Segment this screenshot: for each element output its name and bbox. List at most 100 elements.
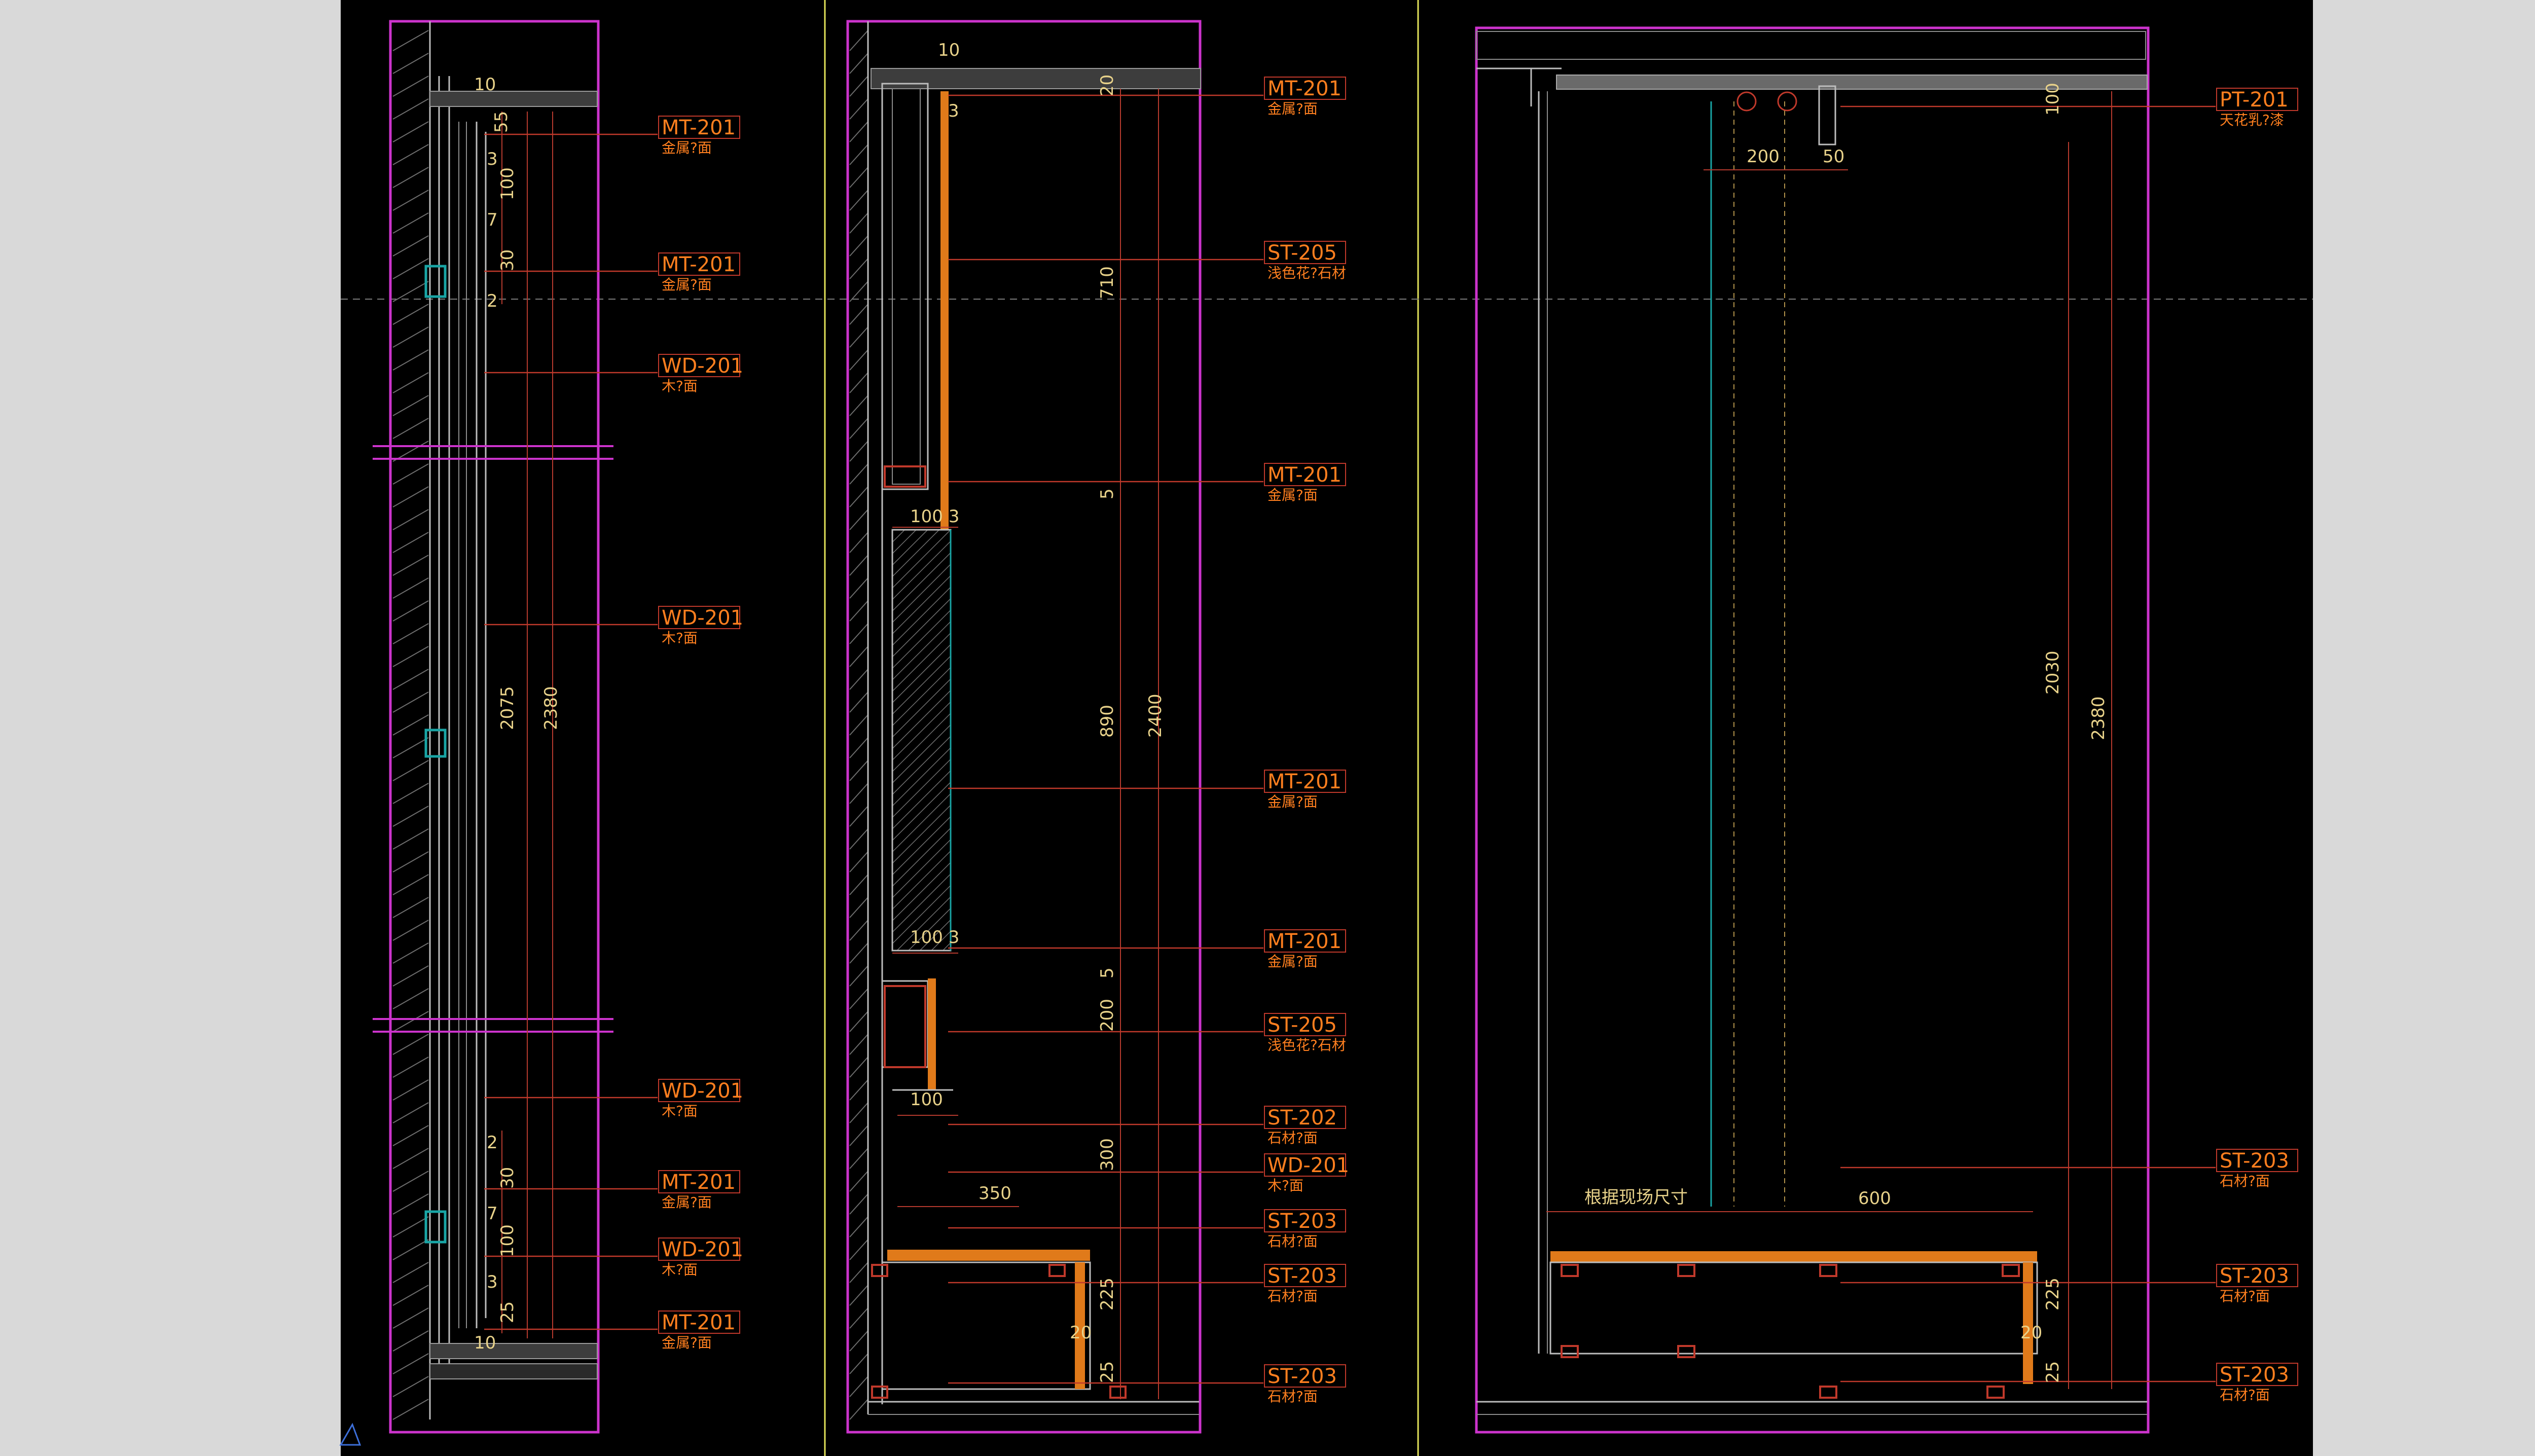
dimension-label: 2380 — [2088, 696, 2109, 740]
dimension-label: 100 — [497, 167, 518, 200]
material-code: MT-201 — [1268, 770, 1342, 793]
material-description: 石材?面 — [2220, 1288, 2270, 1304]
dimension-label: 3 — [487, 149, 498, 169]
material-description: 金属?面 — [1268, 793, 1318, 810]
dimension-label: 3 — [487, 1272, 498, 1292]
material-code: ST-203 — [1268, 1365, 1337, 1388]
dimension-label: 350 — [979, 1183, 1011, 1204]
material-code: MT-201 — [662, 1311, 736, 1334]
material-description: 浅色花?石材 — [1268, 265, 1346, 281]
material-code: WD-201 — [662, 354, 743, 378]
material-code: ST-202 — [1268, 1106, 1337, 1130]
middle-section — [846, 20, 1202, 1434]
dimension-label: 600 — [1858, 1188, 1891, 1209]
dimension-label: 2400 — [1145, 694, 1166, 738]
material-description: 金属?面 — [662, 276, 712, 293]
material-description: 石材?面 — [1268, 1388, 1318, 1405]
dimension-label: 2380 — [541, 686, 561, 730]
dimension-label: 100 — [497, 1224, 518, 1257]
right-section-frame — [1475, 26, 2150, 1434]
model-space-background — [341, 0, 2313, 1456]
dimension-label: 25 — [497, 1301, 518, 1323]
site-dimension-note: 根据现场尺寸 — [1584, 1187, 1688, 1208]
material-description: 石材?面 — [1268, 1130, 1318, 1146]
material-description: 木?面 — [662, 1261, 698, 1278]
material-code: ST-205 — [1268, 241, 1337, 265]
material-code: MT-201 — [1268, 77, 1342, 100]
material-code: WD-201 — [662, 606, 743, 630]
material-description: 金属?面 — [1268, 100, 1318, 117]
material-code: MT-201 — [662, 1171, 736, 1194]
material-code: MT-201 — [662, 116, 736, 139]
material-tags-layer: MT-201金属?面MT-201金属?面WD-201木?面WD-201木?面WD… — [484, 77, 2298, 1405]
dimension-label: 30 — [497, 1167, 518, 1189]
material-code: ST-203 — [2220, 1363, 2289, 1387]
dimension-label: 20 — [1070, 1323, 1092, 1343]
material-description: 浅色花?石材 — [1268, 1037, 1346, 1053]
material-description: 石材?面 — [1268, 1233, 1318, 1250]
dimension-label: 5 — [1097, 488, 1117, 499]
dimension-label: 225 — [1097, 1278, 1117, 1311]
material-description: 金属?面 — [662, 139, 712, 156]
dimension-label: 100 3 — [910, 927, 959, 948]
material-description: 金属?面 — [1268, 953, 1318, 970]
dimension-label: 2030 — [2043, 650, 2063, 695]
dimension-label: 7 — [487, 210, 498, 230]
dimension-label: 2075 — [497, 686, 518, 730]
material-code: WD-201 — [1268, 1154, 1349, 1177]
dimension-label: 10 — [938, 40, 960, 60]
dimension-label: 100 — [2043, 83, 2063, 116]
material-code: MT-201 — [662, 253, 736, 276]
material-description: 金属?面 — [662, 1334, 712, 1351]
material-code: PT-201 — [2220, 88, 2289, 112]
dimension-label: 7 — [487, 1204, 498, 1224]
left-wall-hatch — [392, 30, 429, 1420]
dimension-label: 10 — [474, 1333, 496, 1353]
material-description: 石材?面 — [2220, 1173, 2270, 1189]
middle-section-frame — [846, 20, 1202, 1434]
ucs-icon — [339, 1423, 361, 1446]
dimension-label: 25 — [1097, 1361, 1117, 1383]
dimension-label: 300 — [1097, 1138, 1117, 1171]
dimension-label: 20 — [1097, 75, 1117, 96]
material-description: 木?面 — [662, 378, 698, 394]
material-description: 金属?面 — [662, 1194, 712, 1211]
material-description: 石材?面 — [2220, 1387, 2270, 1403]
dimension-label: 2 — [487, 291, 498, 311]
dimension-label: 55 — [491, 111, 512, 133]
dimension-label: 225 — [2043, 1278, 2063, 1311]
material-code: WD-201 — [662, 1079, 743, 1103]
material-code: MT-201 — [1268, 930, 1342, 953]
dimension-label: 5 — [1097, 967, 1117, 978]
material-code: ST-203 — [1268, 1264, 1337, 1288]
material-code: WD-201 — [662, 1238, 743, 1261]
material-description: 石材?面 — [1268, 1288, 1318, 1304]
material-code: MT-201 — [1268, 463, 1342, 487]
